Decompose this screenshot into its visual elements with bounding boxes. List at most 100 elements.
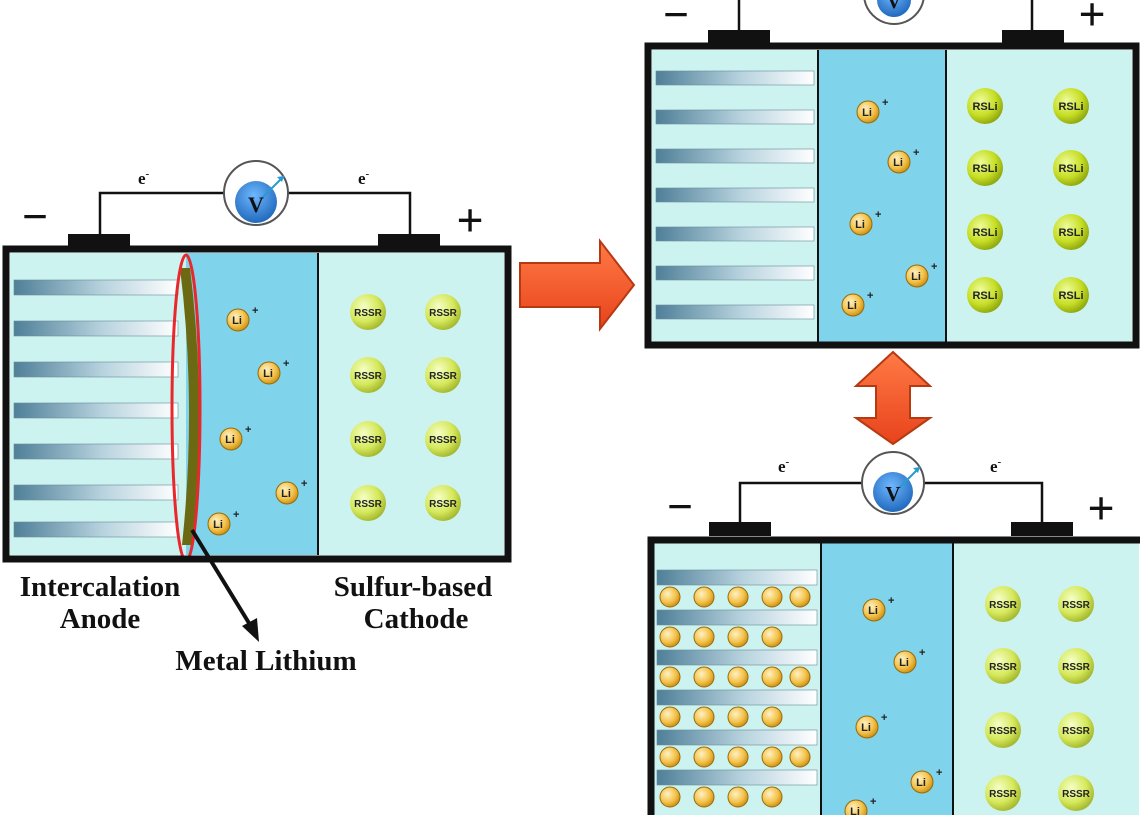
svg-text:RSLi: RSLi: [972, 163, 997, 175]
svg-text:+: +: [870, 796, 876, 808]
svg-text:RSSR: RSSR: [429, 371, 458, 382]
rsli-molecule: RSLi: [1053, 277, 1089, 313]
li-ion: Li +: [207, 509, 239, 536]
svg-text:RSSR: RSSR: [1062, 662, 1091, 673]
rssr-molecule: RSSR: [425, 485, 461, 521]
svg-text:Li: Li: [899, 657, 909, 669]
electron-label: e: [138, 169, 146, 188]
voltmeter-icon: V: [223, 160, 289, 226]
svg-text:RSSR: RSSR: [354, 308, 383, 319]
positive-terminal: [1002, 30, 1064, 44]
cathode-region: [318, 253, 504, 555]
svg-text:+: +: [245, 424, 251, 436]
graphite-layers: [655, 70, 815, 320]
svg-text:+: +: [881, 712, 887, 724]
negative-terminal: [708, 30, 770, 44]
minus-sign: −: [667, 481, 693, 532]
rssr-molecule: RSSR: [425, 294, 461, 330]
cathode-region: [953, 543, 1139, 815]
rsli-molecule: RSLi: [1053, 150, 1089, 186]
cathode-label-line2: Cathode: [364, 603, 469, 635]
rsli-molecule: RSLi: [967, 88, 1003, 124]
rssr-molecule: RSSR: [1058, 775, 1094, 811]
svg-text:RSSR: RSSR: [1062, 789, 1091, 800]
svg-text:e-: e-: [778, 456, 790, 476]
plus-sign: +: [1087, 482, 1114, 535]
graphite-layers: [656, 569, 818, 786]
svg-text:Li: Li: [281, 488, 291, 500]
svg-text:RSSR: RSSR: [354, 499, 383, 510]
rsli-molecule: RSLi: [1053, 214, 1089, 250]
minus-sign: −: [22, 191, 48, 242]
svg-text:RSSR: RSSR: [989, 726, 1018, 737]
li-ion: Li+: [856, 97, 888, 124]
li-ion: Li+: [905, 261, 937, 288]
reversible-arrow: [852, 350, 934, 446]
rssr-molecule: RSSR: [350, 421, 386, 457]
svg-text:RSSR: RSSR: [989, 789, 1018, 800]
rssr-molecule: RSSR: [985, 648, 1021, 684]
li-ion: Li+: [893, 647, 925, 674]
svg-text:+: +: [252, 305, 258, 317]
svg-text:RSSR: RSSR: [1062, 726, 1091, 737]
positive-terminal: [378, 234, 440, 248]
electron-label: e: [358, 169, 366, 188]
svg-text:Li: Li: [263, 368, 273, 380]
li-ion: Li +: [257, 358, 289, 385]
svg-text:RSSR: RSSR: [429, 308, 458, 319]
li-ion: Li +: [226, 305, 258, 332]
li-ion: Li+: [910, 767, 942, 794]
li-ion: Li +: [841, 290, 873, 317]
svg-text:e-: e-: [138, 168, 150, 188]
svg-text:RSSR: RSSR: [354, 435, 383, 446]
svg-text:Li: Li: [911, 271, 921, 283]
rssr-molecule: RSSR: [1058, 586, 1094, 622]
battery-initial: V e- e- − + Li +: [2, 160, 512, 677]
electron-charge: -: [998, 456, 1002, 468]
rssr-molecule: RSSR: [425, 357, 461, 393]
svg-text:Li: Li: [225, 434, 235, 446]
negative-terminal: [68, 234, 130, 248]
electrolyte-region: [818, 50, 946, 342]
graphite-layers: [13, 279, 179, 538]
svg-text:RSSR: RSSR: [989, 600, 1018, 611]
intercalated-lithium: [659, 586, 811, 808]
li-ion: Li+: [862, 595, 894, 622]
svg-text:+: +: [936, 767, 942, 779]
circuit-wire: [738, 481, 1044, 524]
svg-text:+: +: [233, 509, 239, 521]
li-ion: Li+: [855, 712, 887, 739]
svg-text:RSLi: RSLi: [1058, 101, 1083, 113]
svg-text:Li: Li: [868, 605, 878, 617]
electron-charge: -: [366, 168, 370, 180]
svg-text:Li: Li: [893, 157, 903, 169]
voltmeter-label: V: [248, 192, 264, 217]
svg-text:RSLi: RSLi: [972, 290, 997, 302]
voltmeter-icon: V: [863, 0, 925, 25]
svg-text:+: +: [867, 290, 873, 302]
rssr-molecule: RSSR: [985, 586, 1021, 622]
svg-text:e-: e-: [990, 456, 1002, 476]
li-ion: Li+: [887, 147, 919, 174]
svg-text:RSLi: RSLi: [972, 227, 997, 239]
rssr-molecule: RSSR: [985, 712, 1021, 748]
electron-charge: -: [786, 456, 790, 468]
metal-lithium-label: Metal Lithium: [175, 645, 356, 677]
svg-text:RSSR: RSSR: [354, 371, 383, 382]
anode-label-line1: Intercalation: [20, 571, 181, 603]
voltmeter-icon: V: [861, 451, 925, 515]
process-arrow-right: [519, 238, 636, 332]
svg-text:RSLi: RSLi: [972, 101, 997, 113]
svg-text:Li: Li: [855, 219, 865, 231]
anode-label-line2: Anode: [60, 603, 141, 635]
rssr-molecule: RSSR: [985, 775, 1021, 811]
circuit-wire: [737, 0, 1034, 32]
svg-text:+: +: [301, 478, 307, 490]
svg-text:Li: Li: [847, 300, 857, 312]
rssr-molecule: RSSR: [1058, 712, 1094, 748]
svg-text:Li: Li: [850, 806, 860, 815]
positive-terminal: [1011, 522, 1073, 536]
voltmeter-label: V: [885, 482, 900, 506]
negative-terminal: [709, 522, 771, 536]
